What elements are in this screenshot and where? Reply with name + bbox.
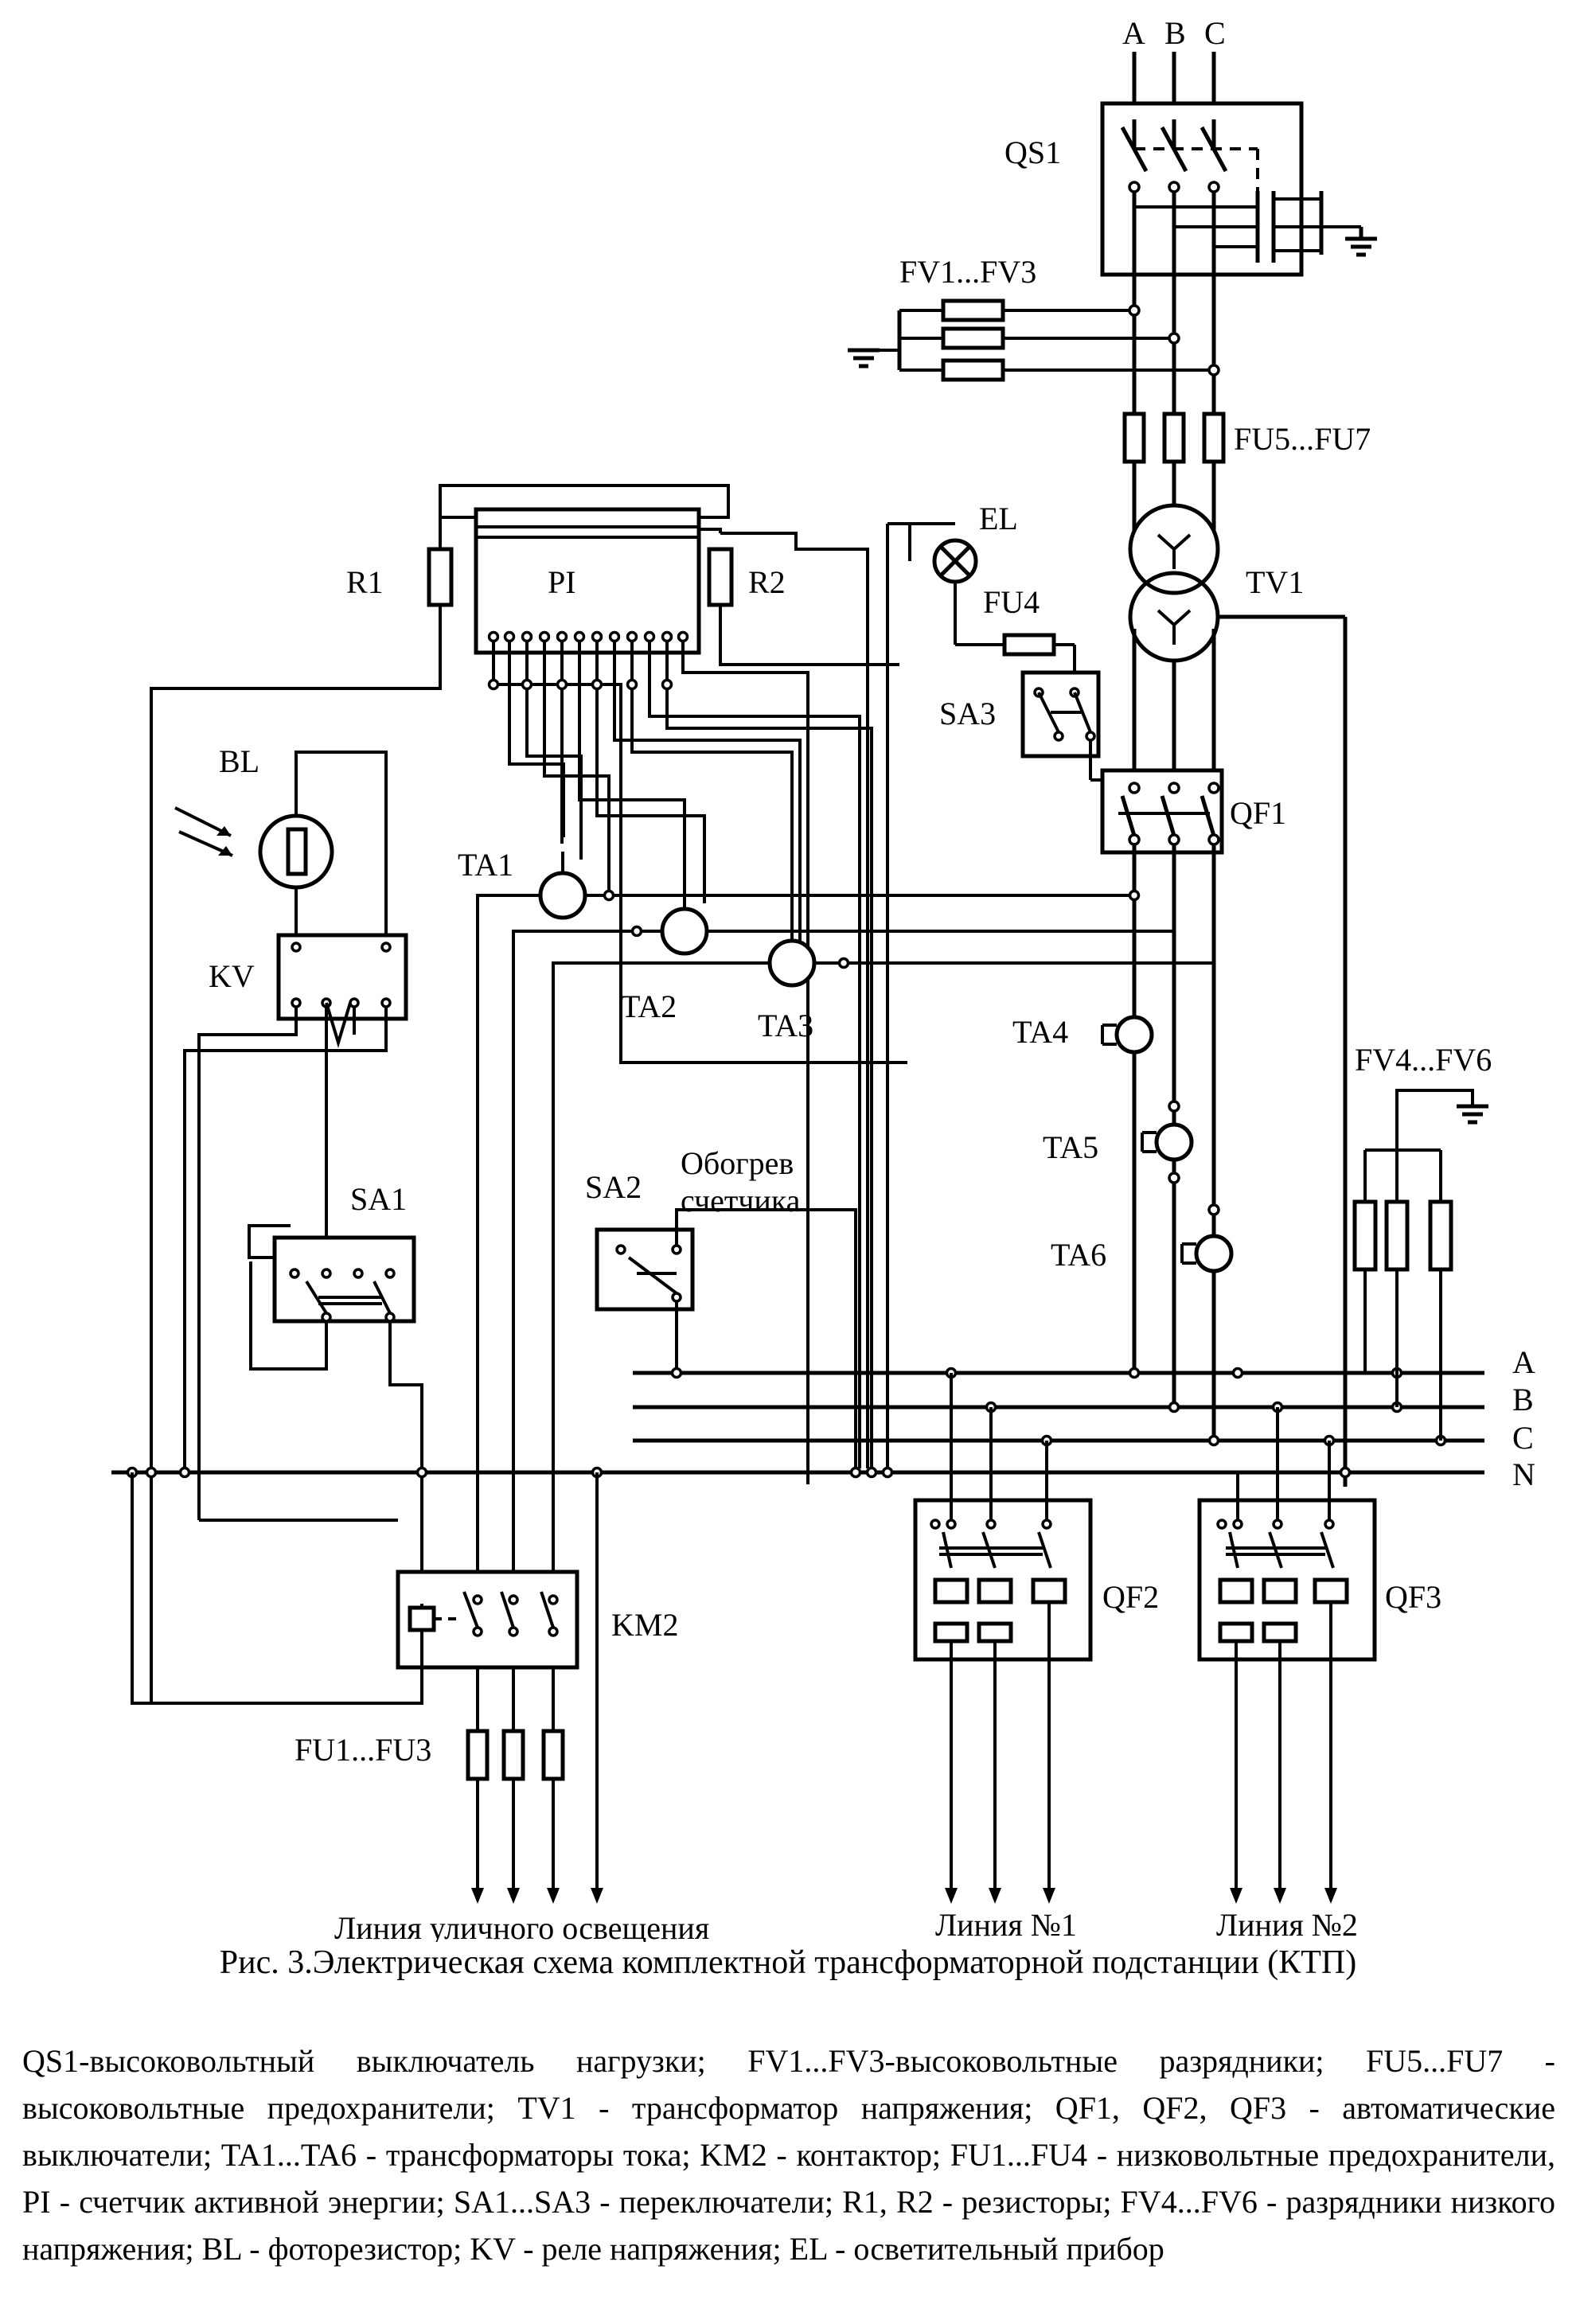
label-bus-a: A xyxy=(1512,1344,1535,1380)
diagram-labels: A B C QS1 FV1...FV3 FU5...FU7 EL TV1 FU4… xyxy=(209,15,1535,1942)
qf3-breaker xyxy=(1197,1407,1377,1904)
pi-terminal-wires xyxy=(492,637,907,1484)
qs1-ground-icon xyxy=(1345,236,1377,257)
r1-resistor xyxy=(150,484,730,1703)
label-sa1: SA1 xyxy=(350,1181,407,1217)
label-qs1: QS1 xyxy=(1005,135,1061,170)
fv4-fv6-arresters xyxy=(1352,1089,1474,1441)
substation-schematic: A B C QS1 FV1...FV3 FU5...FU7 EL TV1 FU4… xyxy=(111,15,1535,1942)
qf1-breaker xyxy=(1100,768,1224,1441)
ta3-current-transformer xyxy=(767,938,817,988)
label-bl: BL xyxy=(219,743,259,779)
left-control-wiring xyxy=(131,1472,398,1705)
label-bus-c: C xyxy=(1512,1420,1534,1456)
label-out-street: Линия уличного освещения xyxy=(334,1910,709,1942)
bl-photoresistor xyxy=(174,751,388,943)
label-fu1-fu3: FU1...FU3 xyxy=(295,1732,431,1768)
label-ta6: TA6 xyxy=(1051,1237,1106,1273)
label-bus-b: B xyxy=(1512,1382,1534,1417)
label-qf2: QF2 xyxy=(1102,1579,1159,1615)
qf2-breaker xyxy=(913,1373,1093,1904)
label-bus-n: N xyxy=(1512,1456,1535,1492)
label-pi: PI xyxy=(548,564,576,600)
label-qf3: QF3 xyxy=(1385,1579,1441,1615)
ta6-current-transformer xyxy=(1180,1203,1234,1273)
figure-legend: QS1-высоковольтный выключатель нагрузки;… xyxy=(22,2043,1555,2267)
fv1-ground-icon xyxy=(848,348,880,368)
figure-caption: Рис. 3.Электрическая схема комплектной т… xyxy=(219,1944,1357,1981)
label-ta1: TA1 xyxy=(458,847,513,883)
fv1-fv3-arresters xyxy=(864,275,1220,414)
el-lamp-circuit xyxy=(886,522,1076,1468)
label-sa2: SA2 xyxy=(585,1169,642,1205)
label-phase-c: C xyxy=(1204,15,1226,51)
fv4-ground-icon xyxy=(1457,1104,1488,1125)
label-fu5-fu7: FU5...FU7 xyxy=(1234,421,1371,457)
label-out-line1: Линия №1 xyxy=(935,1907,1077,1942)
label-phase-b: B xyxy=(1164,15,1186,51)
label-fu4: FU4 xyxy=(983,584,1040,620)
ta-secondary-loops xyxy=(476,889,1214,1779)
label-ta4: TA4 xyxy=(1012,1014,1068,1050)
ta4-current-transformer xyxy=(1101,1015,1154,1055)
pi-energy-meter xyxy=(474,507,701,655)
lv-busbars xyxy=(111,1367,1484,1479)
tv1-transformer xyxy=(1128,503,1348,1487)
label-heater-line2: счетчика xyxy=(681,1183,801,1219)
km2-contactor xyxy=(151,1569,579,1705)
label-out-line2: Линия №2 xyxy=(1216,1907,1358,1942)
label-sa3: SA3 xyxy=(939,696,996,731)
ta1-current-transformer xyxy=(538,852,587,920)
tv1-secondary xyxy=(1132,629,1216,776)
label-heater-line1: Обогрев xyxy=(681,1145,794,1181)
label-r1: R1 xyxy=(346,564,384,600)
label-km2: KM2 xyxy=(611,1607,678,1643)
pi-terminal-dots xyxy=(487,630,689,691)
sa3-switch xyxy=(1020,670,1134,782)
label-kv: KV xyxy=(209,958,255,994)
label-tv1: TV1 xyxy=(1246,564,1304,600)
sa2-switch xyxy=(595,1208,857,1468)
fu1-fu3-fuses xyxy=(466,1472,603,1904)
label-ta2: TA2 xyxy=(621,988,677,1024)
label-el: EL xyxy=(979,501,1018,536)
label-fv4-fv6: FV4...FV6 xyxy=(1355,1042,1492,1078)
ta2-current-transformer xyxy=(660,873,709,956)
r2-resistor xyxy=(699,528,899,1468)
sa1-switch xyxy=(248,1224,423,1604)
kv-voltage-relay xyxy=(183,933,408,1520)
qs1-load-switch xyxy=(1100,101,1363,277)
label-qf1: QF1 xyxy=(1230,795,1286,831)
label-ta5: TA5 xyxy=(1043,1129,1098,1165)
label-fv1-fv3: FV1...FV3 xyxy=(899,254,1036,290)
label-r2: R2 xyxy=(748,564,786,600)
ta5-current-transformer xyxy=(1141,1100,1194,1184)
label-ta3: TA3 xyxy=(758,1008,813,1043)
label-phase-a: A xyxy=(1122,15,1145,51)
